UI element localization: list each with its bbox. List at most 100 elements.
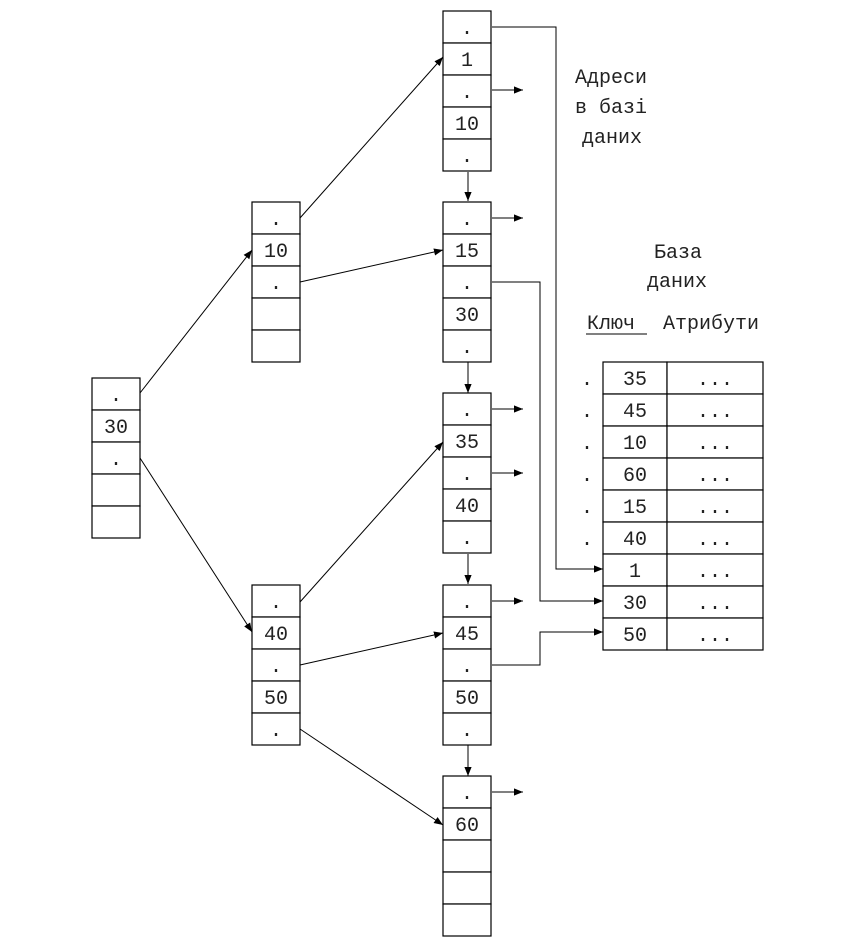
db-attrs: ... — [697, 593, 733, 616]
db-key-cell — [602, 521, 668, 555]
pointer-dot: . — [461, 656, 473, 679]
tree-node-root: .30. — [91, 377, 141, 539]
db-key-cell — [602, 553, 668, 587]
db-address-dot: . — [581, 497, 593, 520]
node-key: 40 — [455, 496, 479, 519]
db-row: 45.... — [581, 393, 764, 427]
edge-n40-to-leaf60 — [299, 728, 444, 826]
edge-root-to-n10 — [139, 249, 253, 394]
node-cell — [442, 807, 492, 841]
tree-node-n10: . 10. — [251, 201, 301, 363]
pointer-dot: . — [461, 528, 473, 551]
pointer-dot: . — [461, 783, 473, 806]
db-attrs-cell — [666, 457, 764, 491]
edge-n40-to-leaf45 — [299, 631, 444, 666]
db-address-dot: . — [581, 401, 593, 424]
node-cell — [442, 712, 492, 746]
db-key: 10 — [623, 433, 647, 456]
db-key: 45 — [623, 401, 647, 424]
node-cell — [91, 473, 141, 507]
db-pointer-key-30 — [492, 281, 603, 605]
db-row: 50... — [602, 617, 764, 651]
tree-node-leaf35: . 35. 40. — [442, 392, 492, 554]
db-attrs: ... — [697, 369, 733, 392]
db-attrs: ... — [697, 625, 733, 648]
node-cell — [251, 201, 301, 235]
db-attrs: ... — [697, 433, 733, 456]
pointer-dot: . — [461, 464, 473, 487]
db-attrs-cell — [666, 617, 764, 651]
node-cell — [251, 680, 301, 714]
node-cell — [91, 505, 141, 539]
node-cell — [251, 297, 301, 331]
node-cell — [91, 409, 141, 443]
pointer-dot: . — [461, 592, 473, 615]
node-cell — [251, 584, 301, 618]
node-cell — [251, 329, 301, 363]
db-key: 30 — [623, 593, 647, 616]
node-cell — [442, 839, 492, 873]
db-address-dot: . — [581, 433, 593, 456]
pointer-dot: . — [461, 337, 473, 360]
db-pointer-key-1 — [492, 26, 603, 573]
node-key: 50 — [455, 688, 479, 711]
node-cell — [442, 871, 492, 905]
db-attrs: ... — [697, 497, 733, 520]
node-cell — [442, 329, 492, 363]
addresses-label-line-2: в базі — [575, 97, 647, 120]
node-cell — [251, 712, 301, 746]
tree-node-leaf1: .1.10. — [442, 10, 492, 172]
node-cell — [91, 377, 141, 411]
db-key: 50 — [623, 625, 647, 648]
node-cell — [442, 584, 492, 618]
db-key: 1 — [629, 561, 641, 584]
db-row: 30... — [602, 585, 764, 619]
pointer-dot: . — [270, 273, 282, 296]
node-key: 1 — [461, 50, 473, 73]
db-row: 1... — [602, 553, 764, 587]
pointer-dot: . — [461, 400, 473, 423]
node-key: 35 — [455, 432, 479, 455]
pointer-dot: . — [270, 209, 282, 232]
node-cell — [442, 392, 492, 426]
db-attrs: ... — [697, 465, 733, 488]
database-label: База даних — [647, 242, 707, 294]
node-cell — [442, 488, 492, 522]
node-key: 60 — [455, 815, 479, 838]
node-key: 10 — [264, 241, 288, 264]
edge-root-to-n40 — [139, 457, 253, 633]
db-key: 60 — [623, 465, 647, 488]
node-key: 10 — [455, 114, 479, 137]
db-pointer-key-50 — [492, 628, 603, 666]
node-cell — [442, 903, 492, 937]
db-key-cell — [602, 361, 668, 395]
tree-node-leaf60: . 60 — [442, 775, 492, 937]
db-attrs: ... — [697, 529, 733, 552]
db-attrs-cell — [666, 393, 764, 427]
pointer-dot: . — [270, 656, 282, 679]
db-key: 40 — [623, 529, 647, 552]
db-attrs-cell — [666, 489, 764, 523]
edge-n10-to-leaf15 — [299, 248, 444, 283]
pointer-dot: . — [461, 18, 473, 41]
edge-n40-to-leaf35 — [299, 441, 444, 603]
edges — [139, 26, 603, 826]
db-attrs-cell — [666, 521, 764, 555]
node-cell — [442, 138, 492, 172]
db-attrs-cell — [666, 585, 764, 619]
node-cell — [442, 297, 492, 331]
db-row: 40.... — [581, 521, 764, 555]
db-attrs: ... — [697, 561, 733, 584]
tree-node-leaf45: .45.50. — [442, 584, 492, 746]
node-cell — [442, 265, 492, 299]
node-cell — [442, 424, 492, 458]
db-row: 60.... — [581, 457, 764, 491]
node-key: 40 — [264, 624, 288, 647]
node-key: 15 — [455, 241, 479, 264]
addresses-label: Адреси в базі даних — [575, 67, 647, 150]
tree-node-n40: .40.50. — [251, 584, 301, 746]
pointer-dot: . — [110, 449, 122, 472]
pointer-dot: . — [461, 146, 473, 169]
pointer-dot: . — [461, 273, 473, 296]
db-row: 10.... — [581, 425, 764, 459]
